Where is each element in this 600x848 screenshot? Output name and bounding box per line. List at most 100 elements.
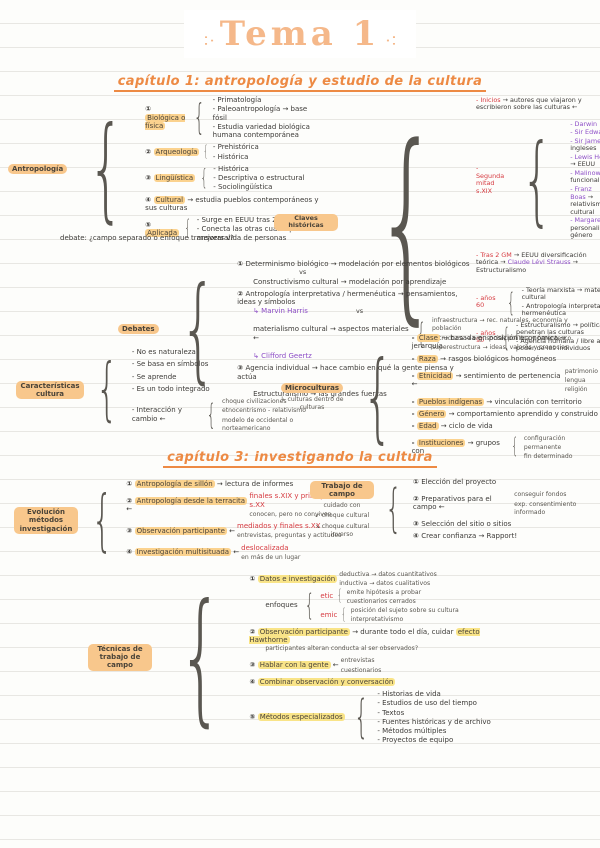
- note-text-segment: conocen, pero no conviven: [249, 510, 332, 518]
- brace-icon: {: [177, 573, 224, 741]
- note-branch: - Primatología: [213, 96, 320, 104]
- note-text-segment: - Teoría marxista → materialismo cultura…: [521, 285, 600, 302]
- note-branch: ⑤ Métodos especializados{- Historias de …: [249, 690, 490, 745]
- note-text: - Primatología: [213, 96, 262, 104]
- note-branch: - años 90{- Estructuralismo → política y…: [476, 320, 600, 353]
- note-children: - Darwin- Sir Edward Tylor- Sir James Fr…: [570, 119, 600, 240]
- note-row: deslocalizada: [241, 544, 300, 552]
- note-row: ③ Selección del sitio o sitios: [413, 520, 598, 528]
- note-text-segment: Clase: [416, 334, 440, 342]
- note-row: - Segunda mitad s.XIX{- Darwin- Sir Edwa…: [476, 119, 600, 240]
- note-branch: - Conecta las otras cuatro para mejorar …: [197, 225, 320, 242]
- note-text-segment: - Antropología interpretativa o hermenéu…: [521, 301, 600, 318]
- note-row: - Es un todo integrado: [132, 385, 318, 393]
- note-text: - Textos: [377, 709, 404, 717]
- note-branch: emic{posición del sujeto sobre su cultur…: [320, 606, 458, 624]
- note-text-segment: - Se aprende: [131, 372, 177, 381]
- note-text: cuidado con: [324, 501, 361, 509]
- note-branch: - Histórica: [213, 153, 259, 161]
- note-branch: ① Elección del proyecto: [413, 478, 598, 486]
- note-text: modelo de occidental o norteamericano: [222, 416, 318, 433]
- note-text-segment: ②: [412, 494, 422, 503]
- note-row: - Historias de vida: [377, 690, 490, 698]
- note-text-segment: - Estructuralismo → política y cambios p…: [516, 320, 600, 337]
- note-text-segment: ③: [249, 660, 258, 669]
- note-row: ③ Observación participante ←mediados y f…: [126, 522, 346, 540]
- note-branch: participantes alteran conducta al ser ob…: [265, 644, 490, 652]
- branch-debates: Debates{① Determinismo biológico → model…: [118, 260, 592, 399]
- note-row: - Inicios → autores que viajaron y escri…: [476, 92, 600, 117]
- branch-label: Trabajo de campo: [310, 480, 374, 499]
- note-row: ② Antropología desde la terracita ←final…: [126, 492, 346, 518]
- note-children: - Historias de vida- Estudios de uso del…: [377, 690, 490, 745]
- note-text-segment: ←: [126, 505, 133, 514]
- note-text: - Sir James Frazer } ingleses: [570, 137, 600, 153]
- note-text: - Sir Edward Tylor: [570, 128, 600, 137]
- note-text: - años 60: [476, 294, 501, 310]
- note-text: materialismo cultural → aspectos materia…: [253, 325, 410, 342]
- note-text-segment: -: [411, 409, 417, 418]
- note-text: deductiva → datos cuantitativos: [339, 570, 437, 578]
- note-text: etnocentrismo - relativismo: [222, 406, 306, 414]
- note-text: - Raza → rasgos biológicos homogéneos: [412, 354, 556, 363]
- note-text: ② Arqueología: [145, 147, 200, 156]
- brace-icon: {: [416, 315, 426, 350]
- brace-icon: {: [179, 262, 216, 396]
- note-branch: emite hipótesis a probar: [347, 588, 421, 596]
- note-row: finales s.XIX y principios s.XX: [249, 492, 346, 509]
- note-text: patrimonio: [565, 367, 598, 375]
- note-row: - Primatología: [213, 96, 320, 104]
- note-branch: materialismo cultural → aspectos materia…: [253, 316, 592, 351]
- note-branch: - Descriptiva o estructural: [213, 174, 304, 182]
- note-row: cuestionarios: [341, 666, 382, 674]
- note-text: ① Datos e investigación: [249, 574, 338, 583]
- note-text-segment: deslocalizada: [241, 543, 289, 552]
- note-text: ③ Lingüística: [145, 174, 196, 182]
- note-text-segment: estructura → org. social, política y par…: [432, 334, 572, 342]
- note-text: - Estudios de uso del tiempo: [377, 699, 477, 707]
- note-branch: - Se basa en símbolos: [132, 360, 318, 368]
- note-branch: - Sir Edward Tylor: [570, 128, 600, 137]
- note-text-segment: -: [411, 438, 417, 447]
- note-row: vs: [253, 268, 592, 277]
- note-row: - Paleoantropología → base fósil: [213, 105, 320, 122]
- note-text: entrevistas: [341, 656, 375, 664]
- sparkle-icon: ∴: [199, 35, 219, 46]
- note-branch: modelo de occidental o norteamericano: [222, 416, 318, 433]
- brace-icon: {: [91, 480, 113, 559]
- note-row: ④ Combinar observación y conversación: [249, 677, 490, 686]
- note-branch: ③ Selección del sitio o sitios: [413, 520, 598, 528]
- note-text-segment: → vinculación con territorio: [484, 397, 582, 406]
- note-text: en más de un lugar: [241, 553, 300, 561]
- note-row: conseguir fondos: [514, 490, 598, 498]
- note-text-segment: configuración permanente: [523, 435, 566, 451]
- note-text-segment: exp. consentimiento informado: [514, 500, 577, 516]
- note-text-segment: Claude Lévi Strauss: [507, 258, 571, 267]
- note-text: ④ Combinar observación y conversación: [249, 677, 396, 686]
- note-text: fin determinado: [524, 452, 573, 460]
- note-text-segment: - Darwin: [570, 119, 598, 128]
- note-text-segment: Biológica o física: [145, 113, 186, 130]
- note-text-segment: - Margaret Mead: [570, 216, 600, 225]
- note-text-segment: deductiva → datos cuantitativos: [339, 571, 437, 578]
- note-text-segment: posición del sujeto sobre su cultura: [350, 607, 459, 614]
- note-branch: ↳ Clifford Geertz: [253, 352, 592, 360]
- note-text-segment: Antropología desde la terracita: [134, 496, 248, 505]
- brace-icon: {: [511, 434, 519, 459]
- note-text: ② Preparativos para el campo ←: [413, 495, 512, 512]
- note-branch: - Pueblos indígenas → vinculación con te…: [412, 397, 598, 406]
- note-text-segment: Datos e investigación: [257, 574, 338, 583]
- note-text: etic: [320, 592, 333, 600]
- note-row: entrevistas: [341, 656, 382, 664]
- note-branch: - Edad → ciclo de vida: [412, 422, 598, 430]
- note-branch: ② Observación participante → durante tod…: [249, 627, 490, 653]
- note-text-segment: Instituciones: [416, 438, 466, 447]
- note-branch: ② Preparativos para el campo ←conseguir …: [413, 490, 598, 516]
- branch-items: ① Antropología de sillón → lectura de in…: [126, 480, 346, 561]
